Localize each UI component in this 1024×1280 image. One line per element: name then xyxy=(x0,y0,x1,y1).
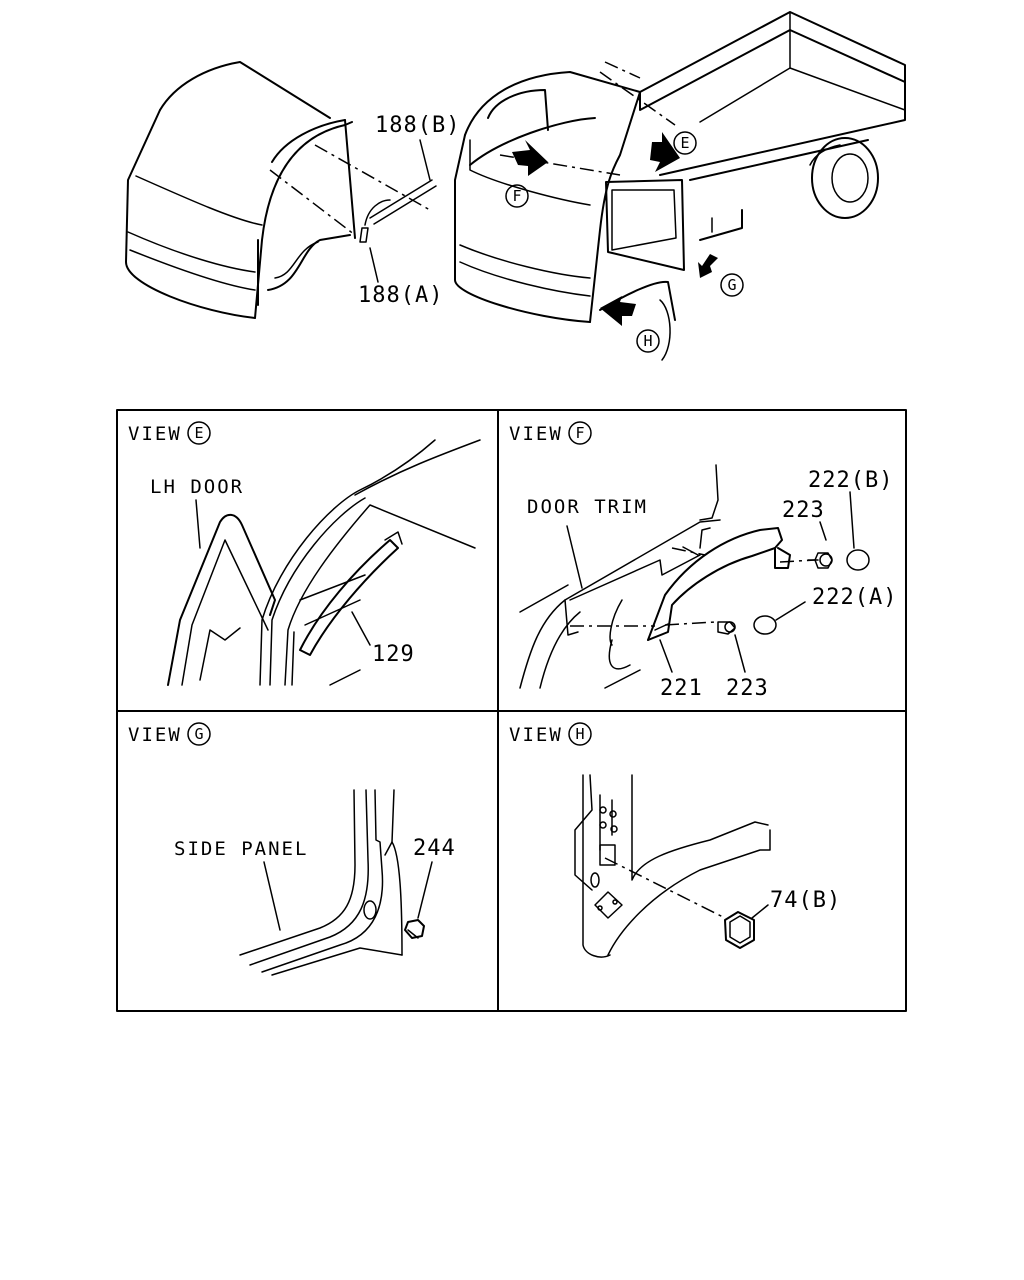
view-e-panel: VIEW E LH DOOR 129 xyxy=(128,421,481,686)
truck-drawing xyxy=(454,11,906,361)
callout-h-circle-label: H xyxy=(643,332,652,350)
view-g-letter: G xyxy=(194,725,203,743)
view-e-arrow xyxy=(650,132,680,172)
callout-g-circle-label: G xyxy=(727,276,736,294)
part-74b-label: 74(B) xyxy=(770,888,841,913)
side-panel-label: SIDE PANEL xyxy=(174,838,308,860)
part-223-top-label: 223 xyxy=(782,498,825,523)
view-g-panel: VIEW G SIDE PANEL 244 xyxy=(128,722,456,976)
view-h-title: VIEW xyxy=(509,724,563,746)
part-222a-label: 222(A) xyxy=(812,585,897,610)
view-e-letter: E xyxy=(194,424,203,442)
view-h-panel: VIEW H 74(B) xyxy=(509,722,841,958)
part-223-bottom-label: 223 xyxy=(726,676,769,701)
part-188b-label: 188(B) xyxy=(375,113,460,138)
view-f-letter: F xyxy=(575,424,584,442)
view-g-title: VIEW xyxy=(128,724,182,746)
door-trim-label: DOOR TRIM xyxy=(527,496,648,518)
part-244-label: 244 xyxy=(413,836,456,861)
callout-e-circle-label: E xyxy=(680,134,689,152)
callout-f-circle-label: F xyxy=(512,187,521,205)
view-e-title: VIEW xyxy=(128,423,182,445)
view-g-arrow xyxy=(698,254,718,278)
lh-door-label: LH DOOR xyxy=(150,476,244,498)
part-222b-label: 222(B) xyxy=(808,468,893,493)
detail-grid xyxy=(116,409,907,1012)
view-h-letter: H xyxy=(575,725,584,743)
view-f-title: VIEW xyxy=(509,423,563,445)
part-129-label: 129 xyxy=(372,642,415,667)
part-188a-label: 188(A) xyxy=(358,283,443,308)
view-f-arrow xyxy=(512,140,548,176)
view-h-arrow xyxy=(600,296,636,326)
view-f-panel: VIEW F DOOR TRIM 222(B) 223 222(A) 221 2… xyxy=(509,421,897,701)
part-221-label: 221 xyxy=(660,676,703,701)
left-cab-drawing xyxy=(125,61,437,319)
